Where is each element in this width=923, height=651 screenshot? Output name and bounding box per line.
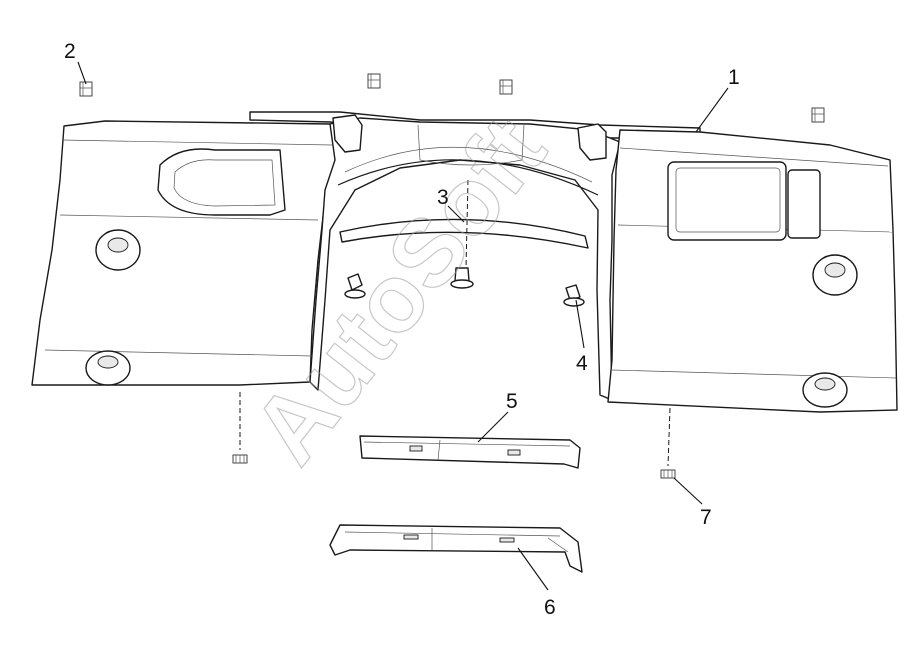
- right-corner-bracket: [577, 123, 607, 161]
- arch-inner-edge: [337, 159, 599, 196]
- leader-line-3: [447, 205, 465, 223]
- right-panel-window-inner: [675, 167, 781, 233]
- leader-line-5: [477, 411, 509, 443]
- small-clip-icon: [232, 454, 248, 464]
- small-clip-icon: [660, 469, 676, 479]
- arch-trim-strip: [339, 218, 589, 249]
- callout-label-7: 7: [700, 506, 712, 529]
- right-panel-side-slot: [787, 169, 821, 239]
- push-clip-icon: [344, 273, 366, 299]
- left-corner-bracket: [332, 114, 363, 153]
- push-clip-icon: [450, 267, 474, 289]
- left-panel-cutout-inner: [173, 159, 276, 207]
- clip-nut-icon: [499, 79, 513, 95]
- leader-line-1: [695, 87, 729, 133]
- callout-label-1: 1: [728, 66, 740, 89]
- mount-boss-right-upper: [812, 254, 858, 296]
- lower-trim-piece-6: [329, 524, 583, 573]
- push-clip-icon: [563, 284, 585, 307]
- mount-boss-right-lower: [802, 372, 848, 408]
- left-panel-cutout: [157, 148, 286, 216]
- clip-nut-icon: [367, 73, 381, 89]
- callout-label-2: 2: [64, 40, 76, 63]
- right-clip-dash-line: [667, 407, 671, 467]
- callout-label-3: 3: [437, 186, 449, 209]
- clip-nuts: [79, 73, 825, 123]
- mount-boss-left-lower: [85, 350, 131, 386]
- leader-line-7: [673, 477, 703, 505]
- callout-label-4: 4: [576, 352, 588, 375]
- arch-trough: [417, 124, 525, 166]
- right-panel-window: [667, 161, 787, 241]
- leader-line-6: [517, 547, 549, 591]
- mount-boss-left-upper: [95, 229, 141, 271]
- callout-label-5: 5: [506, 390, 518, 413]
- leader-line-2: [77, 61, 87, 85]
- panel-left-line-3: [61, 139, 333, 146]
- callout-label-6: 6: [544, 596, 556, 619]
- trim-panel-assembly: [31, 111, 898, 413]
- clip-nut-icon: [79, 81, 93, 97]
- leader-line-4: [575, 299, 585, 349]
- lower-trim-piece-5: [359, 435, 581, 469]
- panel-right-line-3: [619, 147, 889, 167]
- arch-strip-dash-line: [465, 179, 469, 269]
- panel-right-line-2: [611, 369, 897, 379]
- clip-nut-icon: [811, 107, 825, 123]
- arch-inner-edge-2: [344, 146, 593, 183]
- panel-left-line-2: [44, 349, 313, 357]
- panel-left-line-1: [59, 214, 319, 221]
